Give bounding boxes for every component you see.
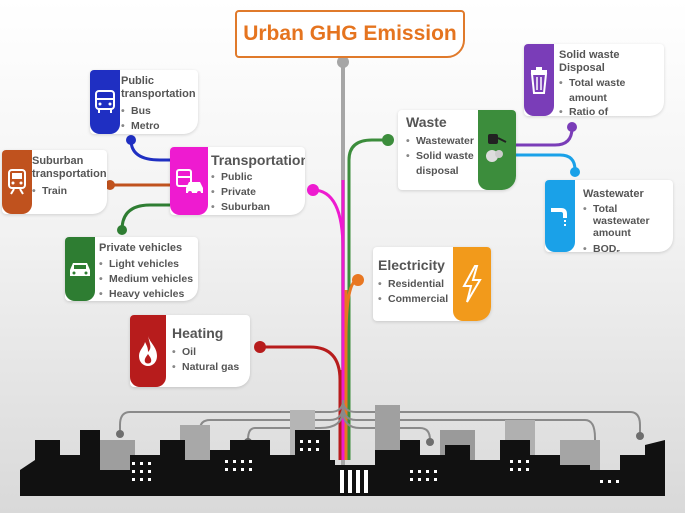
root-node (116, 430, 124, 438)
list-item: Commercial (378, 292, 454, 307)
list-item: Residential (378, 277, 454, 292)
list-item: Public (211, 170, 304, 185)
electricity-node (352, 274, 364, 286)
heating-node (254, 341, 266, 353)
bod-label: BOD (593, 242, 617, 252)
suburban-transportation-title: Suburban transportation (32, 155, 107, 180)
car-icon (65, 237, 95, 301)
list-item: Natural gas (172, 360, 248, 375)
list-item: Solid waste disposal (406, 149, 478, 179)
wastewater-title: Wastewater (583, 188, 644, 200)
list-item: Metro (121, 119, 197, 134)
list-item: Train (32, 184, 106, 199)
root-node (636, 432, 644, 440)
list-item: Medium vehicles (99, 272, 197, 287)
waste-branch (347, 138, 388, 260)
wastewater-link (515, 153, 577, 171)
root-left-1 (119, 399, 344, 432)
public-link-node (126, 135, 136, 145)
transportation-node (307, 184, 319, 196)
waste-icon (478, 110, 516, 190)
private-link (120, 203, 175, 231)
transportation-title: Transportation (211, 152, 305, 168)
list-item: Private (211, 185, 304, 200)
trunk-top-node (337, 56, 349, 68)
transportation-card: Transportation Public Private Suburban (170, 147, 305, 215)
wastewater-card: Wastewater Total wastewater amount BOD5 (545, 180, 673, 252)
waste-title: Waste (406, 114, 447, 130)
list-item: Oil (172, 345, 248, 360)
public-link (129, 139, 175, 162)
root-node (426, 438, 434, 446)
list-item: Total waste amount (559, 76, 663, 106)
list-item: Total wastewater amount (583, 203, 671, 239)
waste-node (382, 134, 394, 146)
solid-waste-disposal-title: Solid waste Disposal (559, 49, 620, 74)
suburban-transportation-card: Suburban transportation Train (2, 150, 107, 214)
train-icon (2, 150, 32, 214)
list-item: BOD5 (583, 242, 671, 252)
list-item: Wastewater (406, 134, 478, 149)
root-left-2 (199, 404, 344, 431)
list-item: Ratio of degradable organic carbon (559, 106, 663, 116)
root-right-1 (342, 399, 641, 434)
root-left-3 (247, 409, 344, 441)
heating-branch (260, 345, 342, 381)
bod-subscript: 5 (616, 250, 620, 252)
suburban-link-node (105, 180, 115, 190)
private-link-node (117, 225, 127, 235)
public-transportation-title: Public transportation (121, 75, 196, 100)
private-vehicles-title: Private vehicles (99, 242, 183, 254)
vehicles-icon (170, 147, 208, 215)
waste-card: Waste Wastewater Solid waste disposal (398, 110, 516, 190)
diagram-title: Urban GHG Emission (243, 22, 457, 45)
solid-waste-link (515, 127, 574, 147)
private-vehicles-card: Private vehicles Light vehicles Medium v… (65, 237, 198, 301)
heating-card: Heating Oil Natural gas (130, 315, 250, 387)
electricity-card: Electricity Residential Commercial (373, 247, 491, 321)
solid-waste-node (567, 122, 577, 132)
root-right-2 (342, 404, 596, 455)
electricity-title: Electricity (378, 257, 445, 273)
pipe-icon (545, 180, 575, 252)
bus-icon (90, 70, 120, 134)
flame-icon (130, 315, 166, 387)
wastewater-node (570, 167, 580, 177)
city-skyline (20, 405, 665, 496)
list-item: Heavy vehicles (99, 287, 197, 301)
heating-title: Heating (172, 325, 224, 341)
title-box: Urban GHG Emission (235, 10, 465, 58)
list-item: Light vehicles (99, 257, 197, 272)
list-item: Suburban (211, 200, 304, 215)
public-transportation-card: Public transportation Bus Metro (90, 70, 198, 134)
transportation-branch (312, 188, 345, 251)
solid-waste-disposal-card: Solid waste Disposal Total waste amount … (524, 44, 664, 116)
list-item: Bus (121, 104, 197, 119)
trash-can-icon (524, 44, 554, 116)
lightning-icon (453, 247, 491, 321)
